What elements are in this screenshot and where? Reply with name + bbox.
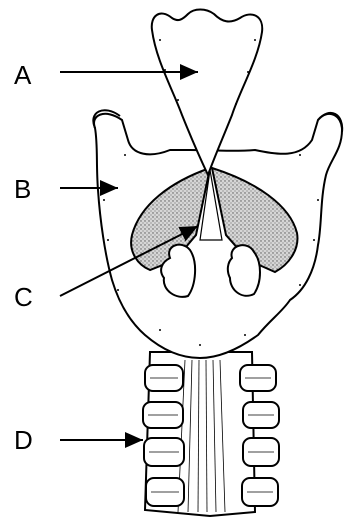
right-arytenoid xyxy=(228,245,260,296)
trachea xyxy=(143,352,279,516)
label-c: C xyxy=(14,284,33,310)
label-d: D xyxy=(14,427,33,453)
label-b: B xyxy=(14,176,31,202)
label-a: A xyxy=(14,62,31,88)
